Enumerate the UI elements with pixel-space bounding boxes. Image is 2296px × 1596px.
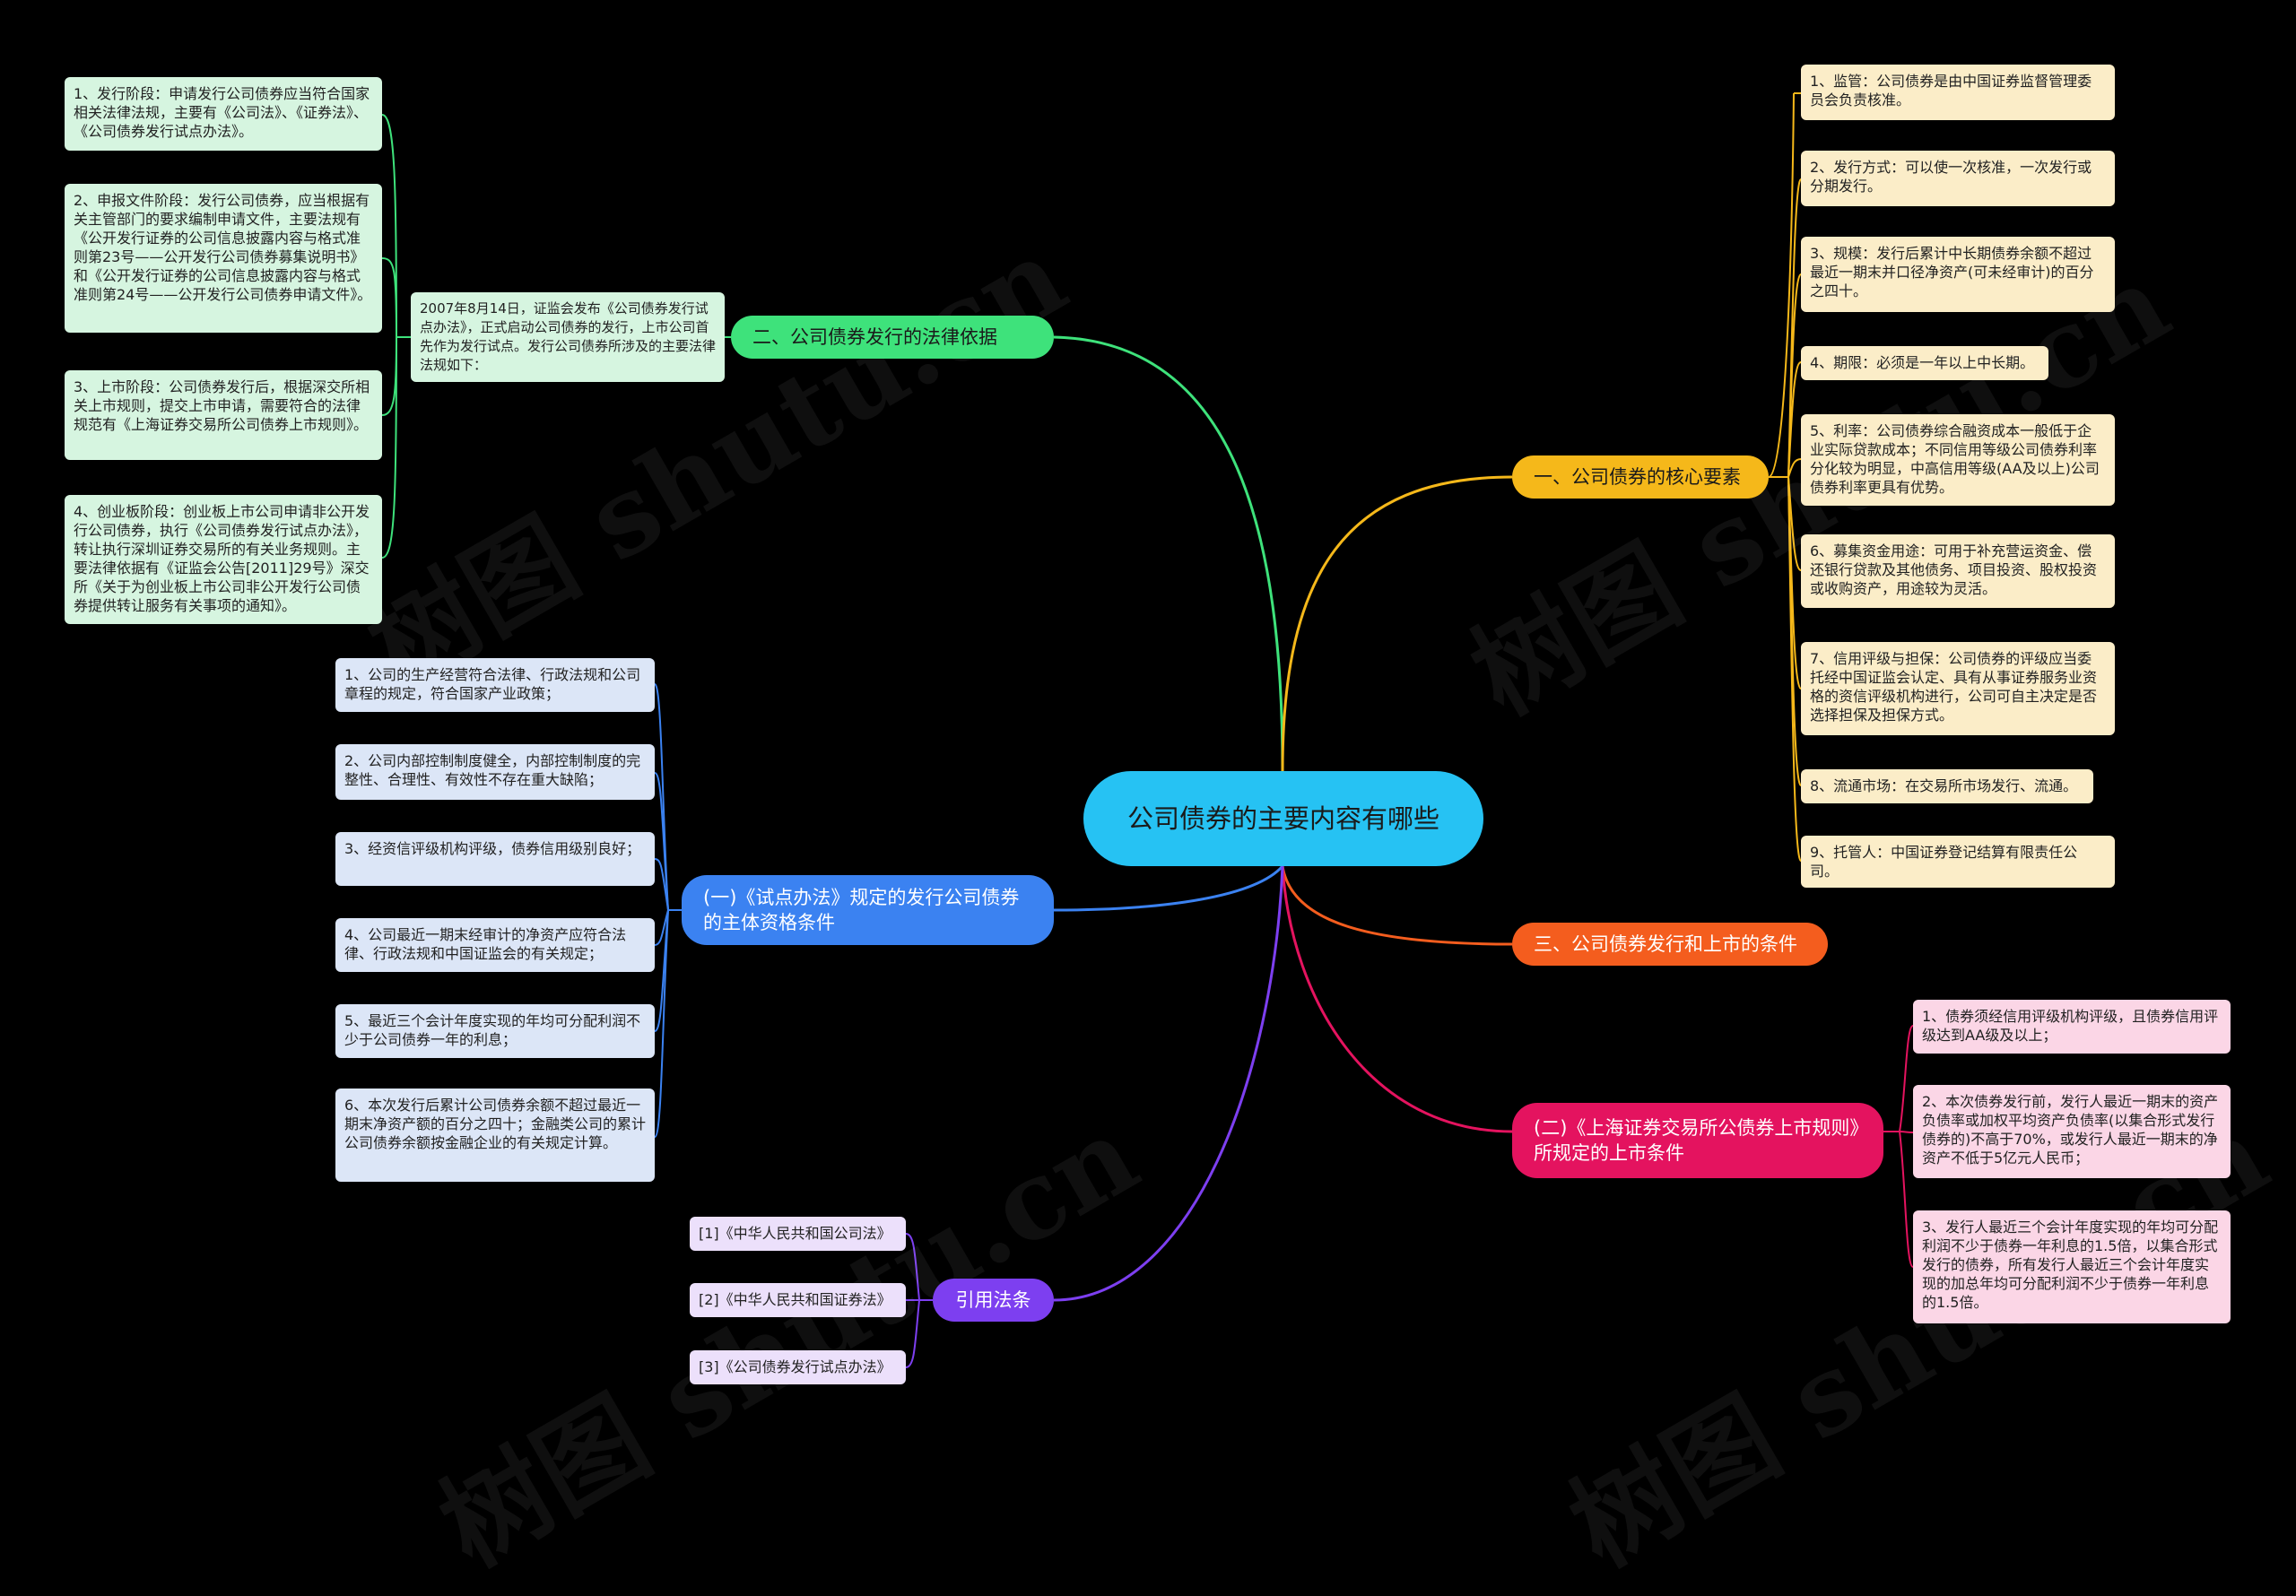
central-topic[interactable]: 公司债券的主要内容有哪些 [1083, 771, 1483, 866]
core-element-item[interactable]: 5、利率：公司债券综合融资成本一般低于企业实际贷款成本；不同信用等级公司债券利率… [1801, 414, 2115, 506]
trial-measure-item[interactable]: 5、最近三个会计年度实现的年均可分配利润不少于公司债券一年的利息； [335, 1004, 655, 1058]
reference-item[interactable]: [2]《中华人民共和国证券法》 [690, 1283, 906, 1317]
legal-basis-item[interactable]: 3、上市阶段：公司债券发行后，根据深交所相关上市规则，提交上市申请，需要符合的法… [65, 370, 382, 460]
core-element-item[interactable]: 3、规模：发行后累计中长期债券余额不超过最近一期末并口径净资产(可未经审计)的百… [1801, 237, 2115, 312]
trial-measure-item[interactable]: 2、公司内部控制制度健全，内部控制制度的完整性、合理性、有效性不存在重大缺陷； [335, 744, 655, 800]
legal-basis-intro[interactable]: 2007年8月14日，证监会发布《公司债券发行试点办法》，正式启动公司债券的发行… [411, 292, 725, 382]
topic-legal-basis[interactable]: 二、公司债券发行的法律依据 [731, 316, 1054, 359]
topic-references[interactable]: 引用法条 [933, 1279, 1054, 1322]
mind-map-canvas: 树图 shutu.cn 树图 shutu.cn 树图 shutu.cn 树图 s… [65, 65, 2288, 1591]
trial-measure-item[interactable]: 6、本次发行后累计公司债券余额不超过最近一期末净资产额的百分之四十；金融类公司的… [335, 1089, 655, 1182]
link-trial-measures [1053, 865, 1284, 912]
core-element-item[interactable]: 2、发行方式：可以使一次核准，一次发行或分期发行。 [1801, 151, 2115, 206]
core-element-item[interactable]: 7、信用评级与担保：公司债券的评级应当委托经中国证监会认定、具有从事证券服务业资… [1801, 642, 2115, 735]
topic-sse-rules[interactable]: (二)《上海证券交易所公债券上市规则》所规定的上市条件 [1512, 1103, 1883, 1178]
link-core-elements [1281, 475, 1513, 772]
legal-basis-item[interactable]: 1、发行阶段：申请发行公司债券应当符合国家相关法律法规，主要有《公司法》、《证券… [65, 77, 382, 151]
topic-trial-measures[interactable]: (一)《试点办法》规定的发行公司债券的主体资格条件 [682, 875, 1054, 945]
link-issue-listing [1281, 865, 1513, 946]
sse-rule-item[interactable]: 3、发行人最近三个会计年度实现的年均可分配利润不少于债券一年利息的1.5倍，以集… [1913, 1210, 2231, 1323]
core-element-item[interactable]: 8、流通市场：在交易所市场发行、流通。 [1801, 769, 2093, 803]
reference-item[interactable]: [3]《公司债券发行试点办法》 [690, 1350, 906, 1384]
connector-lines [381, 92, 1914, 1368]
core-element-item[interactable]: 9、托管人：中国证券登记结算有限责任公司。 [1801, 836, 2115, 888]
link-references [1053, 865, 1284, 1302]
core-element-item[interactable]: 4、期限：必须是一年以上中长期。 [1801, 346, 2048, 380]
reference-item[interactable]: [1]《中华人民共和国公司法》 [690, 1217, 906, 1251]
trial-measure-item[interactable]: 4、公司最近一期末经审计的净资产应符合法律、行政法规和中国证监会的有关规定； [335, 918, 655, 972]
link-sse-rules [1281, 865, 1513, 1133]
core-element-item[interactable]: 6、募集资金用途：可用于补充营运资金、偿还银行贷款及其他债务、项目投资、股权投资… [1801, 534, 2115, 608]
sse-rule-item[interactable]: 2、本次债券发行前，发行人最近一期末的资产负债率或加权平均资产负债率(以集合形式… [1913, 1085, 2231, 1178]
trial-measure-item[interactable]: 1、公司的生产经营符合法律、行政法规和公司章程的规定，符合国家产业政策； [335, 658, 655, 712]
sse-rule-item[interactable]: 1、债券须经信用评级机构评级，且债券信用评级达到AA级及以上； [1913, 1000, 2231, 1054]
core-element-item[interactable]: 1、监管：公司债券是由中国证券监督管理委员会负责核准。 [1801, 65, 2115, 120]
trial-measure-item[interactable]: 3、经资信评级机构评级，债券信用级别良好； [335, 832, 655, 886]
legal-basis-item[interactable]: 2、申报文件阶段：发行公司债券，应当根据有关主管部门的要求编制申请文件，主要法规… [65, 184, 382, 333]
topic-core-elements[interactable]: 一、公司债券的核心要素 [1512, 455, 1769, 499]
topic-issue-listing[interactable]: 三、公司债券发行和上市的条件 [1512, 923, 1828, 966]
link-legal-basis [1053, 335, 1284, 772]
legal-basis-item[interactable]: 4、创业板阶段：创业板上市公司申请非公开发行公司债券，执行《公司债券发行试点办法… [65, 495, 382, 624]
